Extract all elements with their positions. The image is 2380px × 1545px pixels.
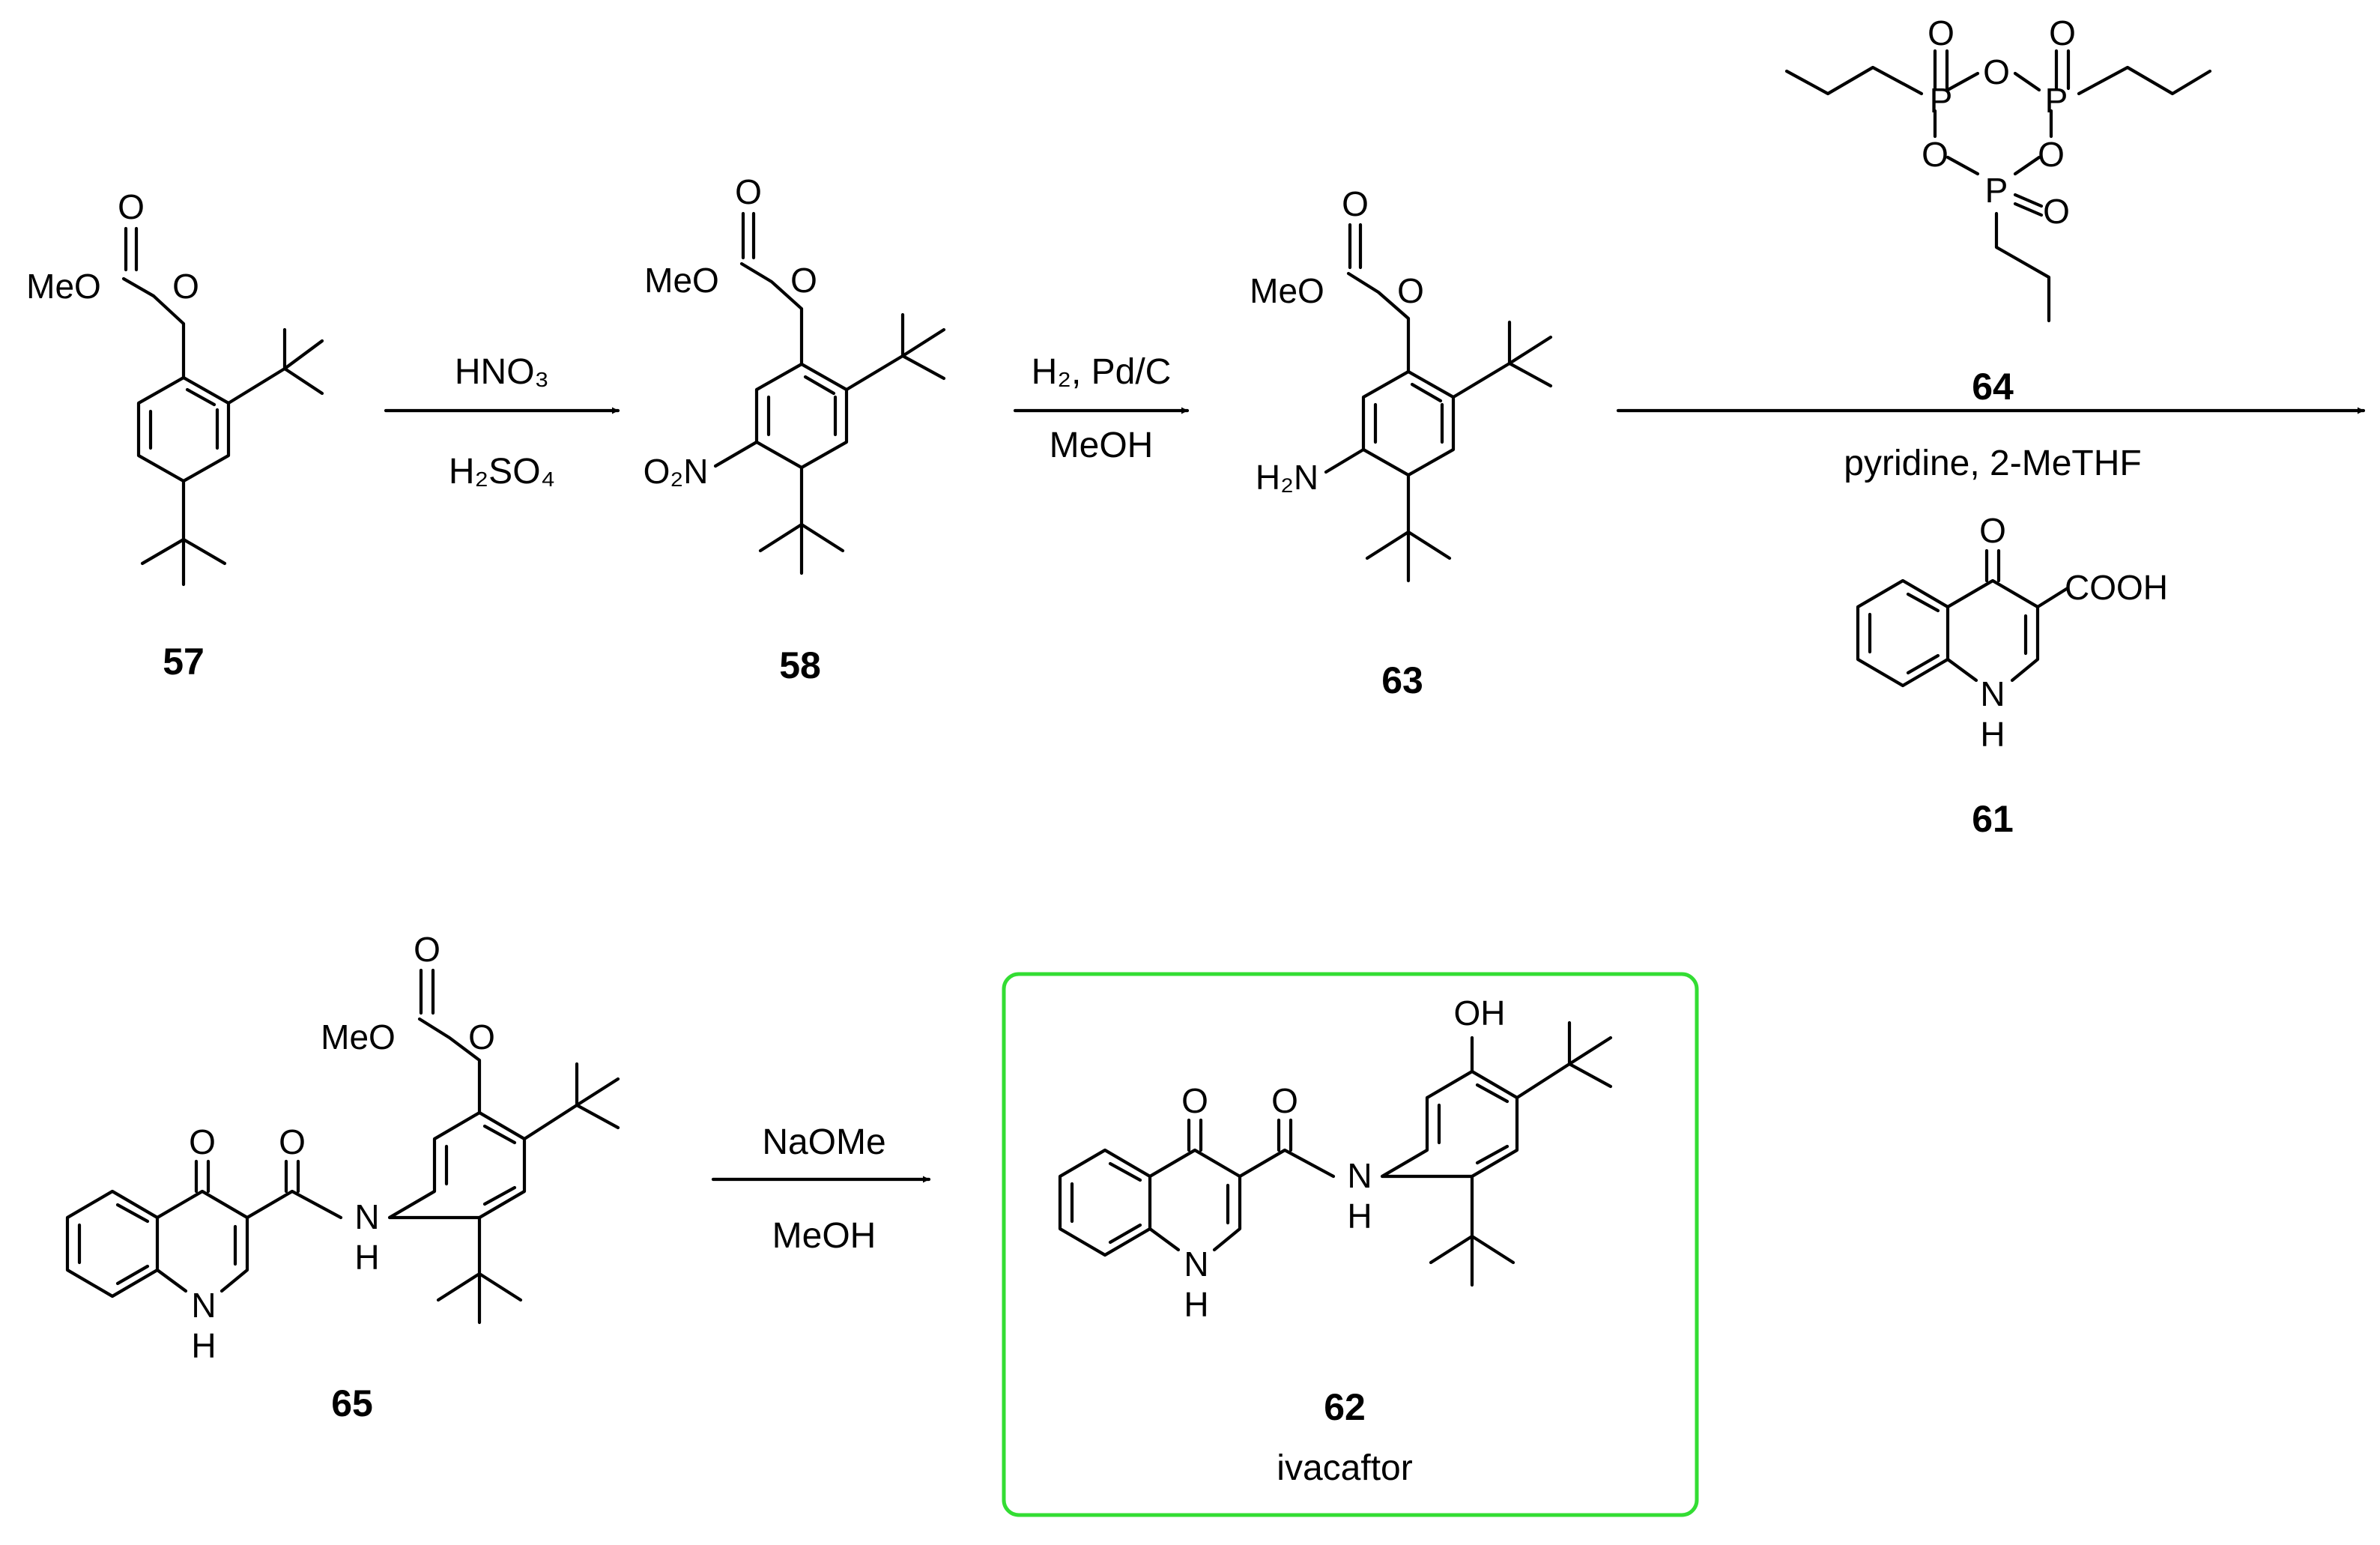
- ketone-oxygen: O: [1979, 511, 2006, 550]
- compound-62-label: 62: [1324, 1386, 1366, 1428]
- nh-hydrogen: H: [1184, 1285, 1208, 1324]
- reaction-arrow-3: pyridine, 2-MeTHF: [1616, 407, 2366, 483]
- reagent-h2-pdc: H₂, Pd/C: [1032, 352, 1172, 392]
- highlight-box: [1002, 972, 1699, 1517]
- carbonyl-oxygen: O: [118, 187, 145, 226]
- compound-63-label: 63: [1381, 659, 1423, 701]
- ketone-oxygen: O: [1181, 1081, 1208, 1120]
- carboxylic-acid-label: COOH: [2065, 568, 2168, 607]
- compound-64: O O P O P O P O O 64: [1784, 13, 2212, 408]
- phenol-oh-label: OH: [1454, 994, 1506, 1032]
- ester-oxygen: O: [790, 261, 817, 300]
- ring-oxygen: O: [1922, 135, 1948, 174]
- ketone-oxygen: O: [189, 1122, 216, 1161]
- amine-label: H₂N: [1256, 458, 1318, 497]
- ring-nitrogen: N: [1980, 674, 2005, 713]
- phosphorus-atom: P: [1985, 171, 2008, 210]
- carbonyl-oxygen: O: [735, 172, 762, 211]
- compound-62-name: ivacaftor: [1277, 1448, 1412, 1488]
- reagent-pyridine-methf: pyridine, 2-MeTHF: [1844, 444, 2141, 483]
- phosphorus-atom: P: [1930, 81, 1953, 120]
- ester-oxygen: O: [468, 1018, 495, 1056]
- reagent-sodium-methoxide: NaOMe: [762, 1122, 885, 1162]
- reagent-sulfuric-acid: H₂SO₄: [449, 452, 555, 492]
- nitro-label: O₂N: [644, 452, 709, 491]
- compound-61: O COOH N H 61: [1856, 511, 2168, 840]
- amide-oxygen: O: [279, 1122, 306, 1161]
- ester-oxygen: O: [172, 267, 199, 306]
- ring-nitrogen: N: [1184, 1245, 1208, 1284]
- methoxy-label: MeO: [1250, 271, 1324, 310]
- compound-64-label: 64: [1972, 366, 2014, 408]
- methoxy-label: MeO: [321, 1018, 396, 1056]
- compound-62: O O N H N H OH 62 ivacaftor: [1058, 994, 1613, 1488]
- carbonyl-oxygen: O: [1342, 184, 1369, 223]
- nh-hydrogen: H: [1980, 715, 2005, 754]
- compound-57: O O MeO 57: [26, 187, 324, 683]
- p-oxo-oxygen: O: [1928, 13, 1954, 52]
- amide-oxygen: O: [1271, 1081, 1298, 1120]
- amide-hydrogen: H: [1347, 1197, 1372, 1236]
- reagent-methanol: MeOH: [1050, 426, 1154, 465]
- reaction-arrow-2: H₂, Pd/C MeOH: [1013, 352, 1190, 465]
- reaction-arrow-1: HNO₃ H₂SO₄: [384, 352, 620, 492]
- reagent-methanol: MeOH: [772, 1216, 876, 1256]
- p-oxo-oxygen: O: [2043, 192, 2070, 231]
- compound-61-label: 61: [1972, 798, 2014, 840]
- phosphorus-atom: P: [2045, 81, 2068, 120]
- p-oxo-oxygen: O: [2049, 13, 2076, 52]
- amide-hydrogen: H: [354, 1238, 379, 1277]
- compound-63: O O MeO H₂N 63: [1250, 184, 1553, 701]
- compound-57-label: 57: [163, 641, 205, 683]
- ester-oxygen: O: [1397, 271, 1424, 310]
- compound-65-label: 65: [331, 1382, 373, 1424]
- compound-65: O O N H N H O O MeO 65: [65, 930, 620, 1424]
- ring-nitrogen: N: [191, 1286, 216, 1325]
- carbonyl-oxygen: O: [414, 930, 440, 969]
- compound-58: O O MeO O₂N 58: [644, 172, 946, 686]
- methoxy-label: MeO: [644, 261, 719, 300]
- ring-oxygen: O: [2038, 135, 2065, 174]
- reagent-nitric-acid: HNO₃: [455, 352, 549, 392]
- amide-nitrogen: N: [1347, 1156, 1372, 1195]
- amide-nitrogen: N: [354, 1197, 379, 1236]
- compound-58-label: 58: [779, 644, 821, 686]
- methoxy-label: MeO: [26, 267, 101, 306]
- nh-hydrogen: H: [191, 1326, 216, 1365]
- reaction-arrow-4: NaOMe MeOH: [711, 1122, 931, 1256]
- ring-oxygen: O: [1983, 52, 2010, 91]
